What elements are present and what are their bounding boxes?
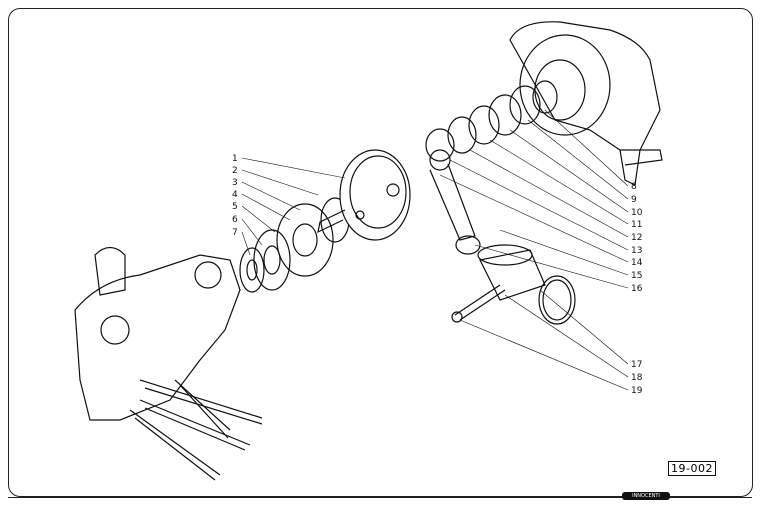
callout-label-19: 19 [631, 386, 643, 396]
innocenti-logo: INNOCENTI [622, 486, 672, 506]
callout-label-7: 7 [232, 228, 238, 238]
callout-label-18: 18 [631, 373, 643, 383]
callout-label-12: 12 [631, 233, 643, 243]
callout-label-3: 3 [232, 178, 238, 188]
callout-label-5: 5 [232, 202, 238, 212]
bottom-rule [8, 497, 752, 498]
right-crankcase-half [509, 21, 663, 186]
leader-lines [241, 109, 629, 391]
callout-label-15: 15 [631, 271, 643, 281]
drawing-reference-code: 19-002 [668, 461, 716, 476]
right-bearings [425, 80, 558, 162]
callout-label-4: 4 [232, 190, 238, 200]
callout-label-14: 14 [631, 258, 643, 268]
callout-label-11: 11 [631, 220, 643, 230]
left-bearings [239, 197, 350, 293]
callout-label-9: 9 [631, 195, 637, 205]
drawing-frame [8, 8, 753, 497]
callout-label-1: 1 [232, 154, 238, 164]
callout-label-6: 6 [232, 215, 238, 225]
left-crankcase-half [74, 246, 263, 481]
callout-label-10: 10 [631, 208, 643, 218]
connecting-rod [429, 149, 481, 255]
piston [451, 244, 576, 325]
callout-label-8: 8 [631, 182, 637, 192]
callout-label-17: 17 [631, 360, 643, 370]
callout-label-2: 2 [232, 166, 238, 176]
callout-label-13: 13 [631, 246, 643, 256]
crankshaft [317, 149, 411, 241]
callout-label-16: 16 [631, 284, 643, 294]
logo-brand-text: INNOCENTI [622, 492, 670, 500]
